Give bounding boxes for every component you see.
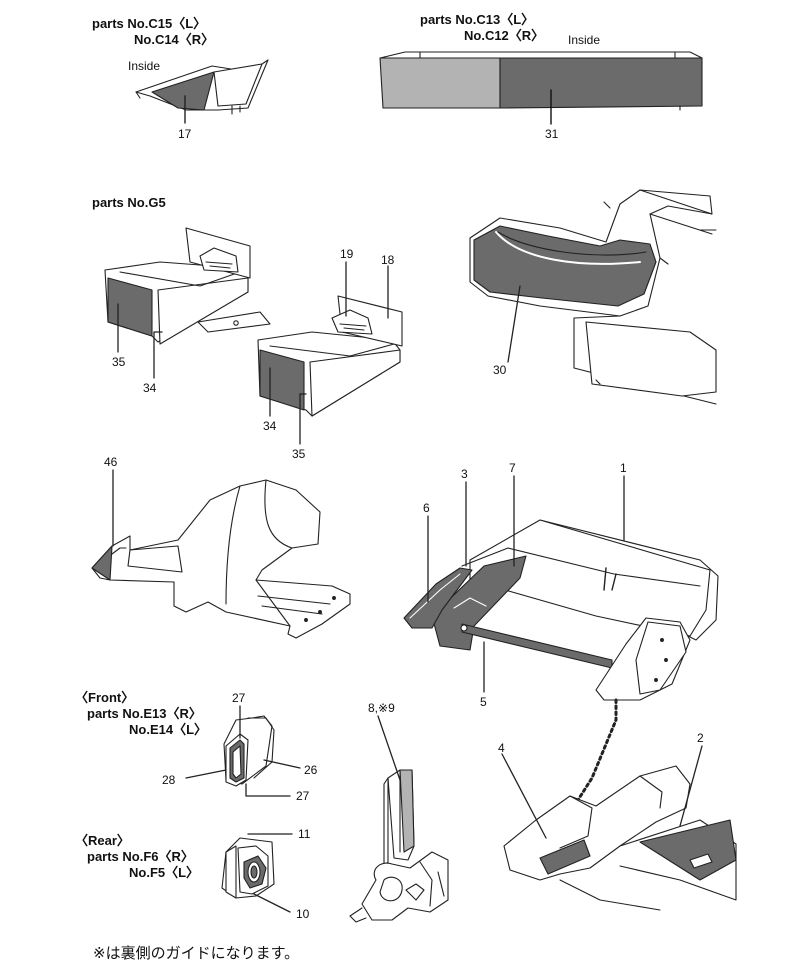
callout-2: 2 xyxy=(697,731,704,745)
rear-parts-line2: No.F5〈L〉 xyxy=(129,865,200,880)
nose-front-wing: 46 xyxy=(91,455,351,639)
callout-26: 26 xyxy=(304,763,318,777)
gearbox-suspension: 8,※9 xyxy=(349,701,449,923)
c13-long-panel: Inside 31 xyxy=(379,33,703,141)
c15-side-plate: Inside 17 xyxy=(128,59,269,141)
parts-c12-line2: No.C12〈R〉 xyxy=(464,28,545,43)
rear-heading: 〈Rear〉 parts No.F6〈R〉 No.F5〈L〉 xyxy=(75,833,199,881)
callout-17: 17 xyxy=(178,127,192,141)
parts-c14-line2: No.C14〈R〉 xyxy=(134,32,215,47)
rear-parts-line1: parts No.F6〈R〉 xyxy=(87,849,194,864)
g5-wing-assembly: 35 34 19 18 34 35 xyxy=(104,227,403,461)
front-heading: 〈Front〉 parts No.E13〈R〉 No.E14〈L〉 xyxy=(75,690,207,738)
body-sidepod: 30 xyxy=(469,189,717,405)
parts-c15-line1: parts No.C15〈L〉 xyxy=(92,16,207,31)
alignment-dotted-line xyxy=(576,698,618,802)
callout-11: 11 xyxy=(298,827,311,841)
c15-inside-label: Inside xyxy=(128,59,160,73)
callout-8-9: 8,※9 xyxy=(368,701,395,715)
callout-7: 7 xyxy=(509,461,516,475)
callout-27-bottom: 27 xyxy=(296,789,310,803)
front-title: 〈Front〉 xyxy=(75,690,135,705)
callout-35-right: 35 xyxy=(292,447,306,461)
callout-1: 1 xyxy=(620,461,627,475)
callout-18: 18 xyxy=(381,253,395,267)
front-parts-line1: parts No.E13〈R〉 xyxy=(87,706,202,721)
callout-10: 10 xyxy=(296,907,310,921)
callout-5: 5 xyxy=(480,695,487,709)
callout-34-right: 34 xyxy=(263,419,277,433)
parts-c13-heading: parts No.C13〈L〉 No.C12〈R〉 xyxy=(420,12,544,44)
callout-6: 6 xyxy=(423,501,430,515)
front-duct-part: 27 28 26 27 xyxy=(162,691,318,803)
callout-28: 28 xyxy=(162,773,176,787)
rear-title: 〈Rear〉 xyxy=(75,833,130,848)
parts-g5-heading: parts No.G5 xyxy=(92,195,166,210)
callout-34-left: 34 xyxy=(143,381,157,395)
parts-c15-heading: parts No.C15〈L〉 No.C14〈R〉 xyxy=(92,16,214,48)
front-parts-line2: No.E14〈L〉 xyxy=(129,722,208,737)
parts-c13-line1: parts No.C13〈L〉 xyxy=(420,12,535,27)
diffuser-assembly: 4 2 xyxy=(498,731,737,911)
rear-wing-assembly: 6 3 7 1 5 xyxy=(403,461,719,709)
callout-19: 19 xyxy=(340,247,354,261)
footnote: ※は裏側のガイドになります。 xyxy=(93,944,300,962)
callout-4: 4 xyxy=(498,741,505,755)
c13-inside-label: Inside xyxy=(568,33,600,47)
callout-30: 30 xyxy=(493,363,507,377)
callout-31: 31 xyxy=(545,127,559,141)
rear-bracket-part: 11 10 xyxy=(221,827,311,921)
callout-35-left: 35 xyxy=(112,355,126,369)
callout-3: 3 xyxy=(461,467,468,481)
callout-46: 46 xyxy=(104,455,118,469)
callout-27-top: 27 xyxy=(232,691,246,705)
